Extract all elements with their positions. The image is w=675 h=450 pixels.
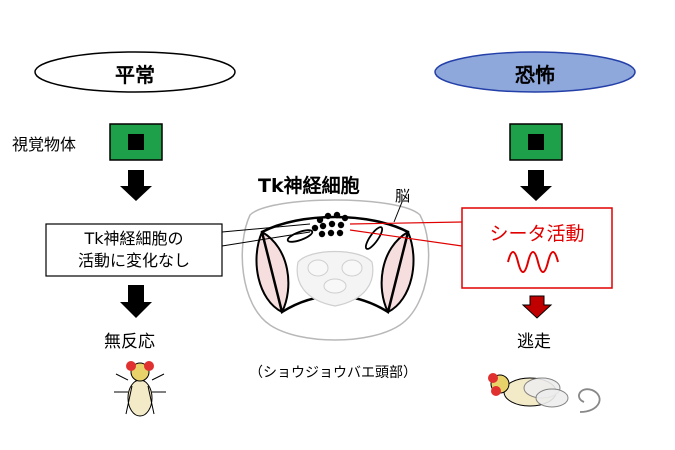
brain-label-leader — [393, 201, 403, 223]
callout-line-1: Tk神経細胞の — [84, 229, 184, 248]
arrow-down-icon — [120, 285, 152, 318]
right-callout-pointer — [349, 221, 463, 225]
callout-line-2: 活動に変化なし — [77, 251, 190, 270]
fly-head-illustration — [241, 199, 430, 341]
no-reaction-label: 無反応 — [104, 332, 155, 352]
brain-label: 脳 — [395, 187, 411, 205]
visual-object-label: 視覚物体 — [12, 135, 77, 154]
normal-state-label: 平常 — [115, 63, 155, 87]
tk-neuron-label: Tk神経細胞 — [258, 175, 360, 197]
fear-state-label: 恐怖 — [515, 63, 555, 87]
left-callout-pointer — [221, 231, 311, 247]
fear-state-oval — [434, 51, 636, 93]
fly-head-caption: （ショウジョウバエ頭部） — [249, 365, 417, 381]
arrow-down-icon — [120, 170, 152, 201]
no-change-callout-box — [45, 223, 223, 277]
normal-state-oval — [34, 51, 236, 93]
visual-object-left — [109, 123, 163, 161]
arrow-down-red-icon — [521, 295, 553, 319]
fly-resting-illustration — [114, 361, 166, 417]
theta-wave-icon — [507, 251, 559, 273]
fly-escaping-illustration — [488, 373, 601, 413]
tk-neuron-cluster — [311, 211, 349, 238]
theta-callout-box — [461, 207, 613, 289]
visual-object-right — [509, 123, 563, 161]
escape-label: 逃走 — [517, 332, 551, 352]
no-change-callout-text: Tk神経細胞の 活動に変化なし — [46, 228, 222, 272]
arrow-down-icon — [520, 170, 552, 201]
motion-swirl-icon — [578, 388, 601, 413]
right-callout-pointer — [349, 229, 463, 247]
left-callout-pointer — [221, 223, 311, 233]
theta-activity-label: シータ活動 — [489, 223, 585, 245]
